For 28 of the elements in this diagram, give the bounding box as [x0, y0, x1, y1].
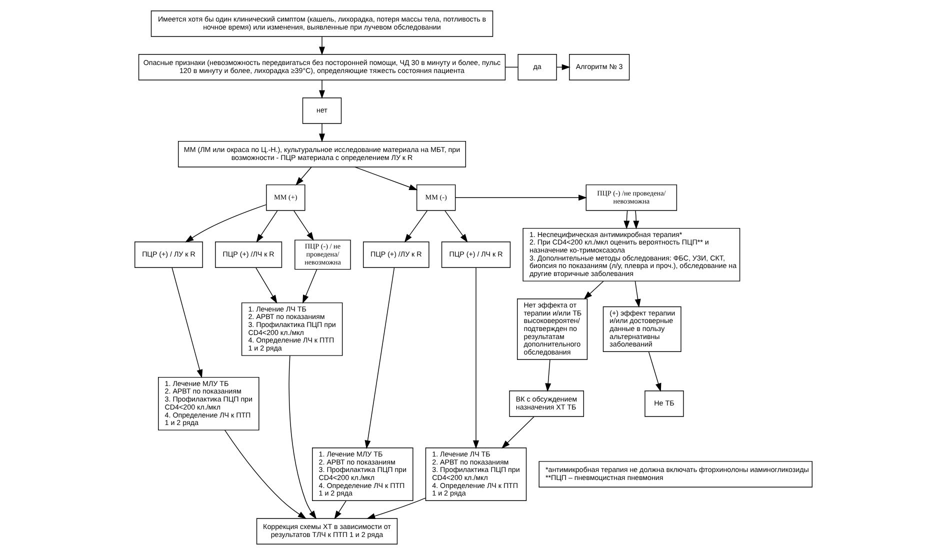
arrow [583, 280, 604, 300]
arrow [318, 123, 324, 142]
arrow [255, 267, 277, 304]
arrow [184, 204, 266, 242]
connector [504, 66, 518, 68]
arrow [623, 210, 630, 230]
arrow [224, 430, 306, 519]
arrow [354, 166, 418, 190]
arrow [334, 500, 346, 520]
arrow [256, 210, 278, 243]
arrow [293, 210, 314, 241]
arrow [318, 36, 324, 56]
arrow [454, 194, 587, 201]
arrow [171, 267, 202, 378]
arrow [366, 498, 426, 519]
arrow [632, 210, 639, 230]
arrow [302, 269, 317, 304]
arrow [544, 359, 551, 392]
arrow [444, 210, 468, 243]
arrow [500, 416, 534, 449]
arrow [295, 166, 312, 186]
arrow [318, 80, 324, 99]
arrow [364, 267, 394, 449]
arrow [472, 267, 478, 449]
arrow [648, 351, 661, 392]
arrow [404, 210, 428, 243]
arrow [634, 280, 640, 308]
arrow [288, 355, 316, 520]
